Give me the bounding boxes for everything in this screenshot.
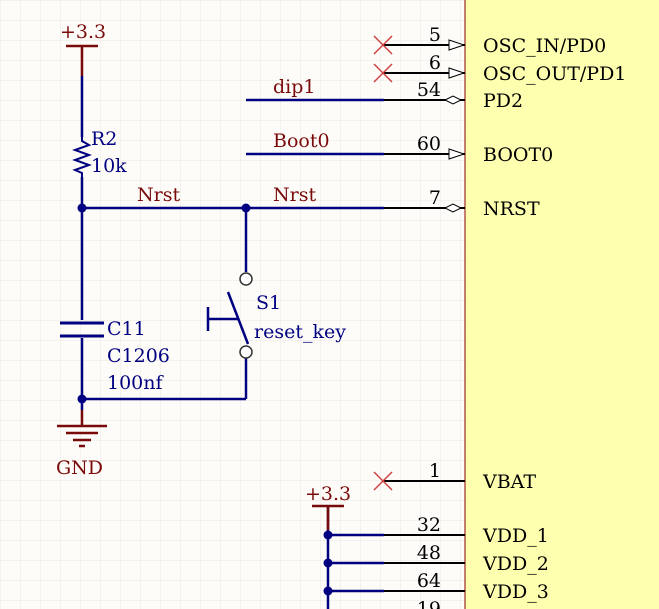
ic-pin-name: VDD_2 [482,553,549,575]
ic-pin-number: 6 [429,52,441,74]
ic-pin[interactable]: 19VDD_4 [384,598,549,609]
switch-name: reset_key [254,321,346,343]
resistor-designator: R2 [91,128,117,150]
ic-pin-name: VBAT [482,471,536,493]
ic-body[interactable] [464,0,659,609]
power-port-bottom[interactable]: +3.3 [305,483,351,530]
junction-dots [77,203,333,596]
ic-pin-number: 32 [417,514,441,536]
net-label-boot0[interactable]: Boot0 [273,130,330,152]
ic-pin-number: 5 [429,24,441,46]
net-label-nrst-right[interactable]: Nrst [273,184,316,206]
ic-pin-number: 19 [417,598,441,609]
ic-pin-number: 60 [417,133,441,155]
ic-pin-number: 7 [429,187,441,209]
ic-pin-name: VDD_3 [482,581,549,603]
ic-pin-number: 1 [429,460,441,482]
resistor-r2[interactable]: R2 10k [72,128,127,177]
net-label-nrst-left[interactable]: Nrst [137,184,180,206]
ic-pin-name: BOOT0 [483,144,553,166]
ic-pin-number: 48 [417,542,441,564]
ic-pin-number: 54 [417,79,441,101]
ground-symbol[interactable]: GND [56,410,107,479]
power-label-top: +3.3 [60,21,106,43]
net-label-dip1[interactable]: dip1 [273,76,316,98]
reset-circuit-wires [80,76,384,609]
capacitor-footprint: C1206 [107,345,170,367]
ic-pin-name: VDD_1 [482,525,549,547]
capacitor-c11[interactable]: C11 C1206 100nf [60,318,170,394]
ic-pin-number: 64 [417,570,441,592]
no-connect-marker [373,63,393,83]
ground-label: GND [56,457,103,479]
capacitor-value: 100nf [107,372,165,394]
power-port-top[interactable]: +3.3 [60,21,106,76]
ic-pin-name: NRST [483,198,540,220]
switch-designator: S1 [256,292,281,314]
capacitor-designator: C11 [107,318,146,340]
ic-pin-name: OSC_OUT/PD1 [483,63,626,85]
resistor-value: 10k [91,155,127,177]
ic-pin-name: PD2 [483,90,523,112]
no-connect-marker [373,35,393,55]
no-connect-marker [373,471,393,491]
ic-pin-name: OSC_IN/PD0 [483,35,606,57]
power-label-bottom: +3.3 [305,483,351,505]
switch-s1[interactable]: S1 reset_key [206,272,346,359]
